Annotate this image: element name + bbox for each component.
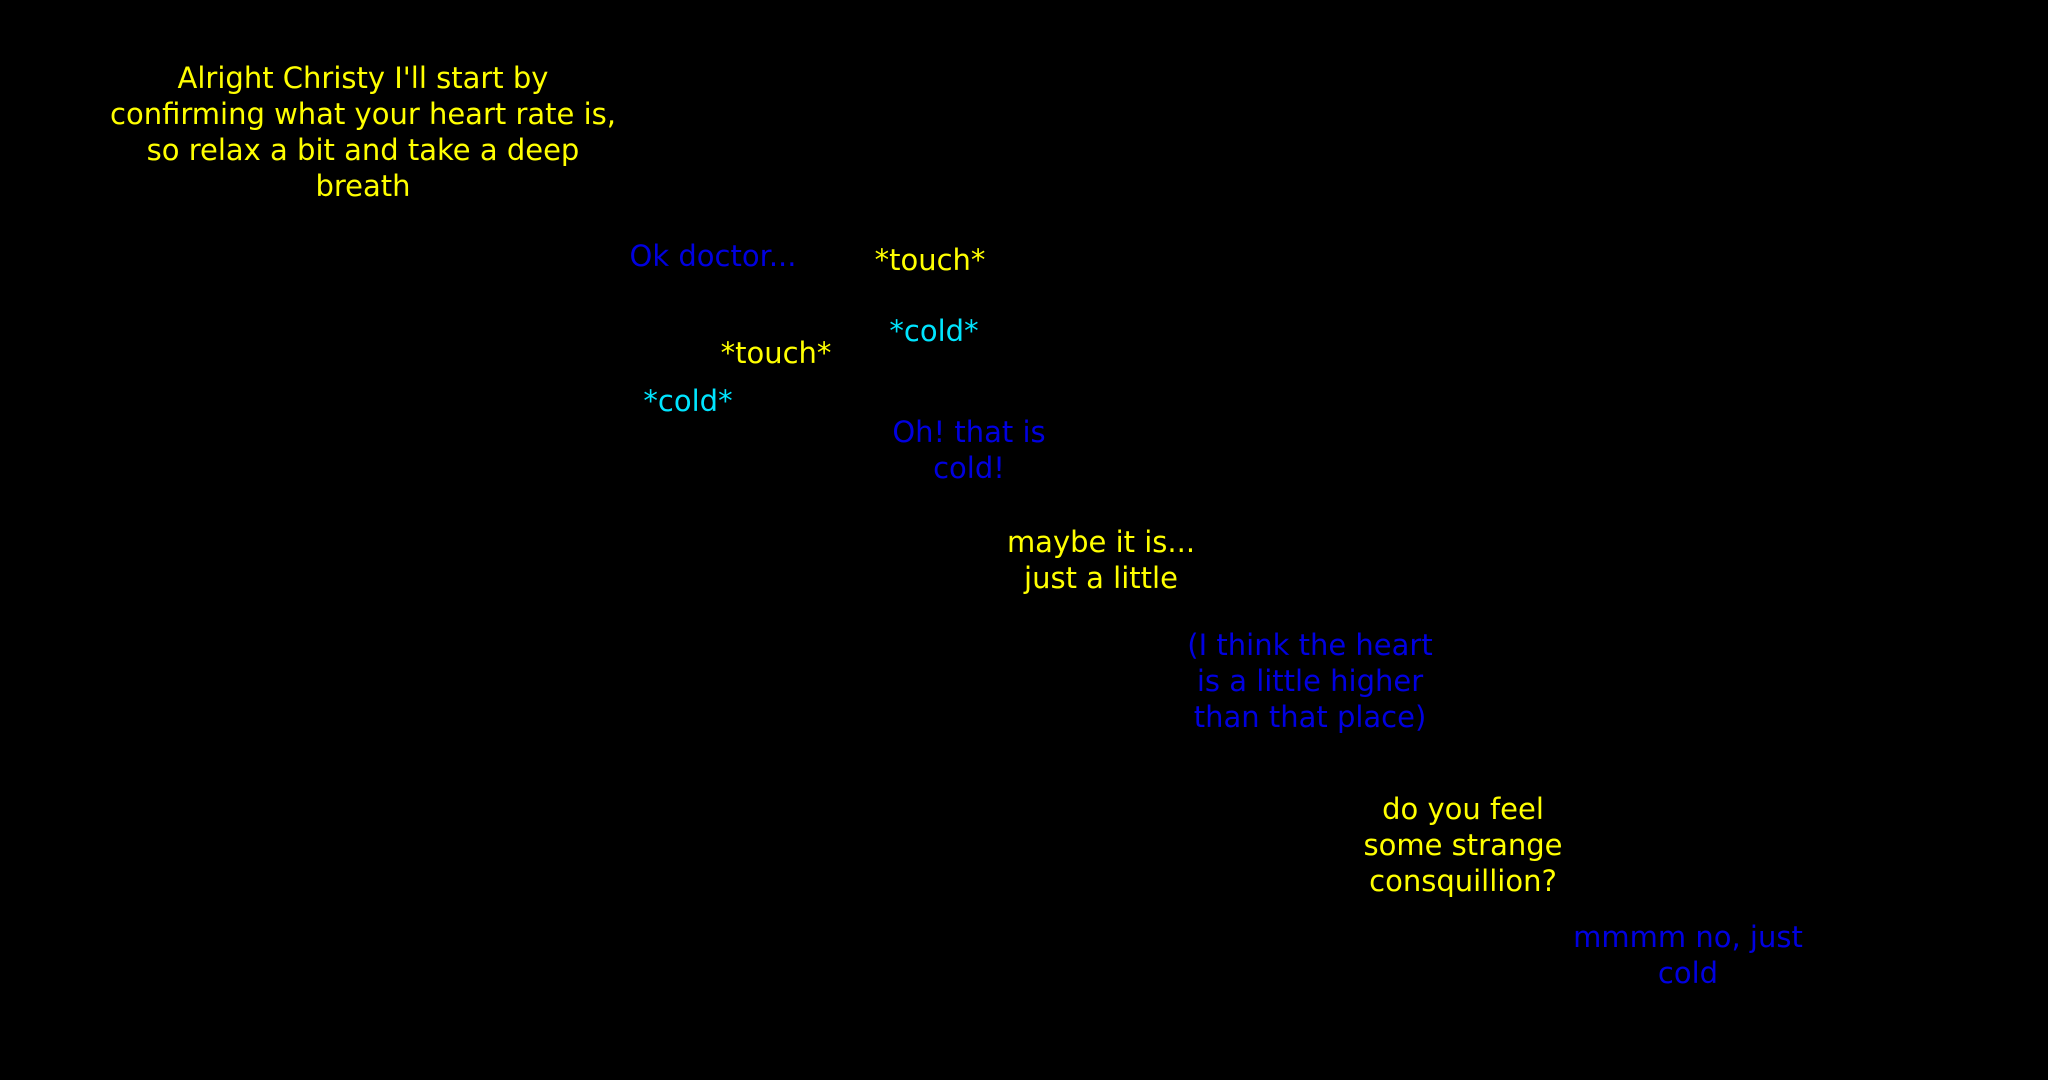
sound-effect-touch: *touch* (874, 243, 986, 277)
dialogue-line-christy-cold: Oh! that is cold! (892, 415, 1046, 485)
sound-effect-cold: *cold* (889, 314, 979, 348)
sound-effect-cold: *cold* (643, 384, 733, 418)
sound-effect-touch: *touch* (720, 336, 832, 370)
dialogue-line-christy-ok: Ok doctor... (629, 239, 797, 273)
dialogue-line-doctor-maybe: maybe it is... just a little (1006, 525, 1196, 595)
dialogue-line-christy-thought: (I think the heart is a little higher th… (1187, 628, 1433, 734)
dialogue-line-doctor-question: do you feel some strange consquillion? (1363, 792, 1563, 898)
dialogue-line-doctor-intro: Alright Christy I'll start by confirming… (110, 61, 616, 203)
dialogue-line-christy-answer: mmmm no, just cold (1573, 920, 1803, 990)
